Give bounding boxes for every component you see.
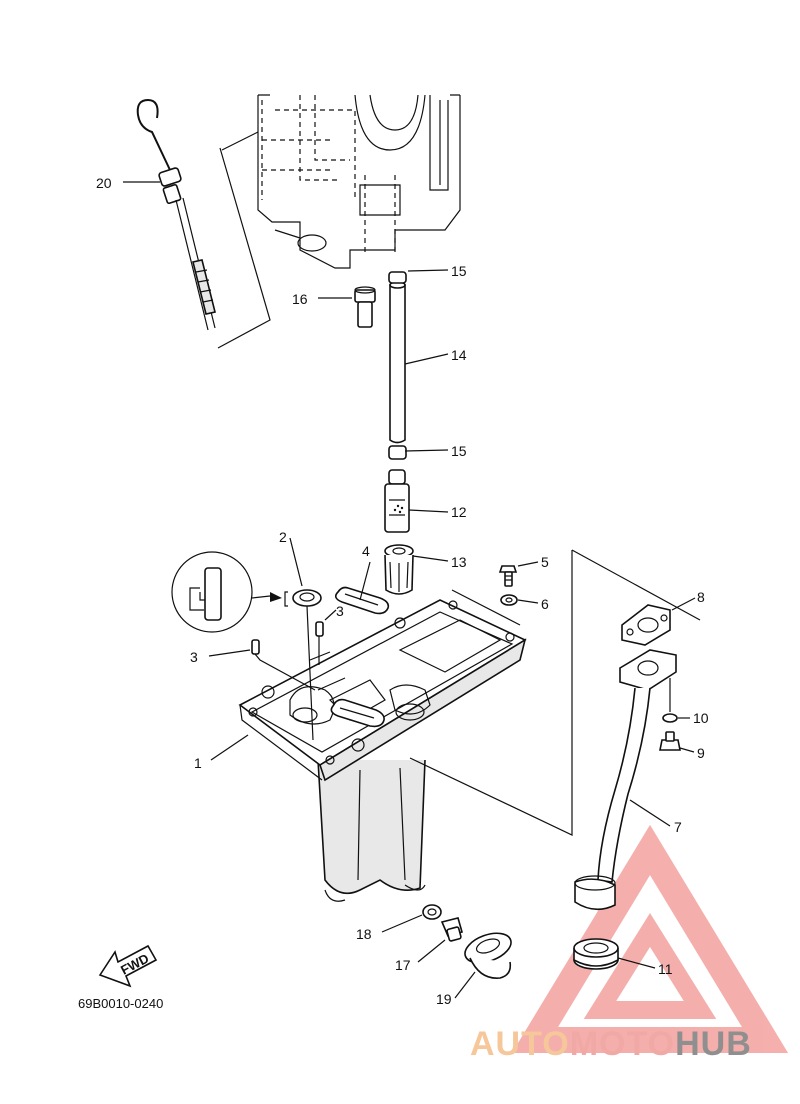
leader-lines [123,181,696,999]
strainer-housing [384,544,414,595]
watermark-triangle [511,824,789,1053]
oil-tube [388,271,407,460]
grommet-11 [573,938,619,970]
callout-15-top: 15 [451,263,467,279]
callout-19: 19 [436,991,452,1007]
exhaust-pipe [574,649,677,911]
gasket-8 [621,604,671,646]
watermark-part1: AUTO [470,1025,570,1063]
callout-5: 5 [541,554,549,570]
oil-pan [238,599,527,902]
callout-18: 18 [356,926,372,942]
gasket-inner [330,698,385,728]
callout-13: 13 [451,554,467,570]
svg-text:AUTOMOTOHUB: AUTOMOTOHUB [470,1025,752,1063]
dipstick [136,98,271,349]
callout-9: 9 [697,745,705,761]
bolt-5 [498,565,518,587]
callout-11: 11 [658,961,673,977]
oil-strainer [384,469,410,533]
callout-7: 7 [674,819,682,835]
engine-block [257,94,461,269]
drain-plug-17 [440,917,463,942]
callout-14: 14 [451,347,467,363]
callout-16: 16 [292,291,308,307]
watermark-logo: AUTOMOTOHUB [470,1025,752,1063]
plug-19 [464,932,512,979]
callout-15-bottom: 15 [451,443,467,459]
washer-6 [500,594,518,606]
watermark-part3: HUB [675,1025,752,1063]
callout-17: 17 [395,957,411,973]
callouts: 20 16 15 14 15 12 13 2 4 3 3 1 5 6 8 10 … [96,175,709,1007]
washer-10 [662,713,678,723]
callout-3-left: 3 [190,649,198,665]
callout-20: 20 [96,175,112,191]
callout-2: 2 [279,529,287,545]
plug-16 [354,286,376,328]
watermark-part2: MOTO [570,1025,675,1063]
callout-3-right: 3 [336,603,344,619]
callout-10: 10 [693,710,709,726]
diagram-code: 69B0010-0240 [78,996,163,1011]
callout-8: 8 [697,589,705,605]
callout-4: 4 [362,543,370,559]
bolt-9 [659,731,681,751]
inset-detail [171,551,253,633]
callout-12: 12 [451,504,467,520]
seal-2 [251,589,322,741]
gasket-18 [422,904,442,920]
gasket-4 [334,586,390,615]
fwd-arrow-icon: FWD [98,944,158,988]
callout-1: 1 [194,755,202,771]
reference-lines [409,549,701,836]
callout-6: 6 [541,596,549,612]
dowel-pins [251,621,324,691]
fwd-label: FWD [118,951,151,978]
